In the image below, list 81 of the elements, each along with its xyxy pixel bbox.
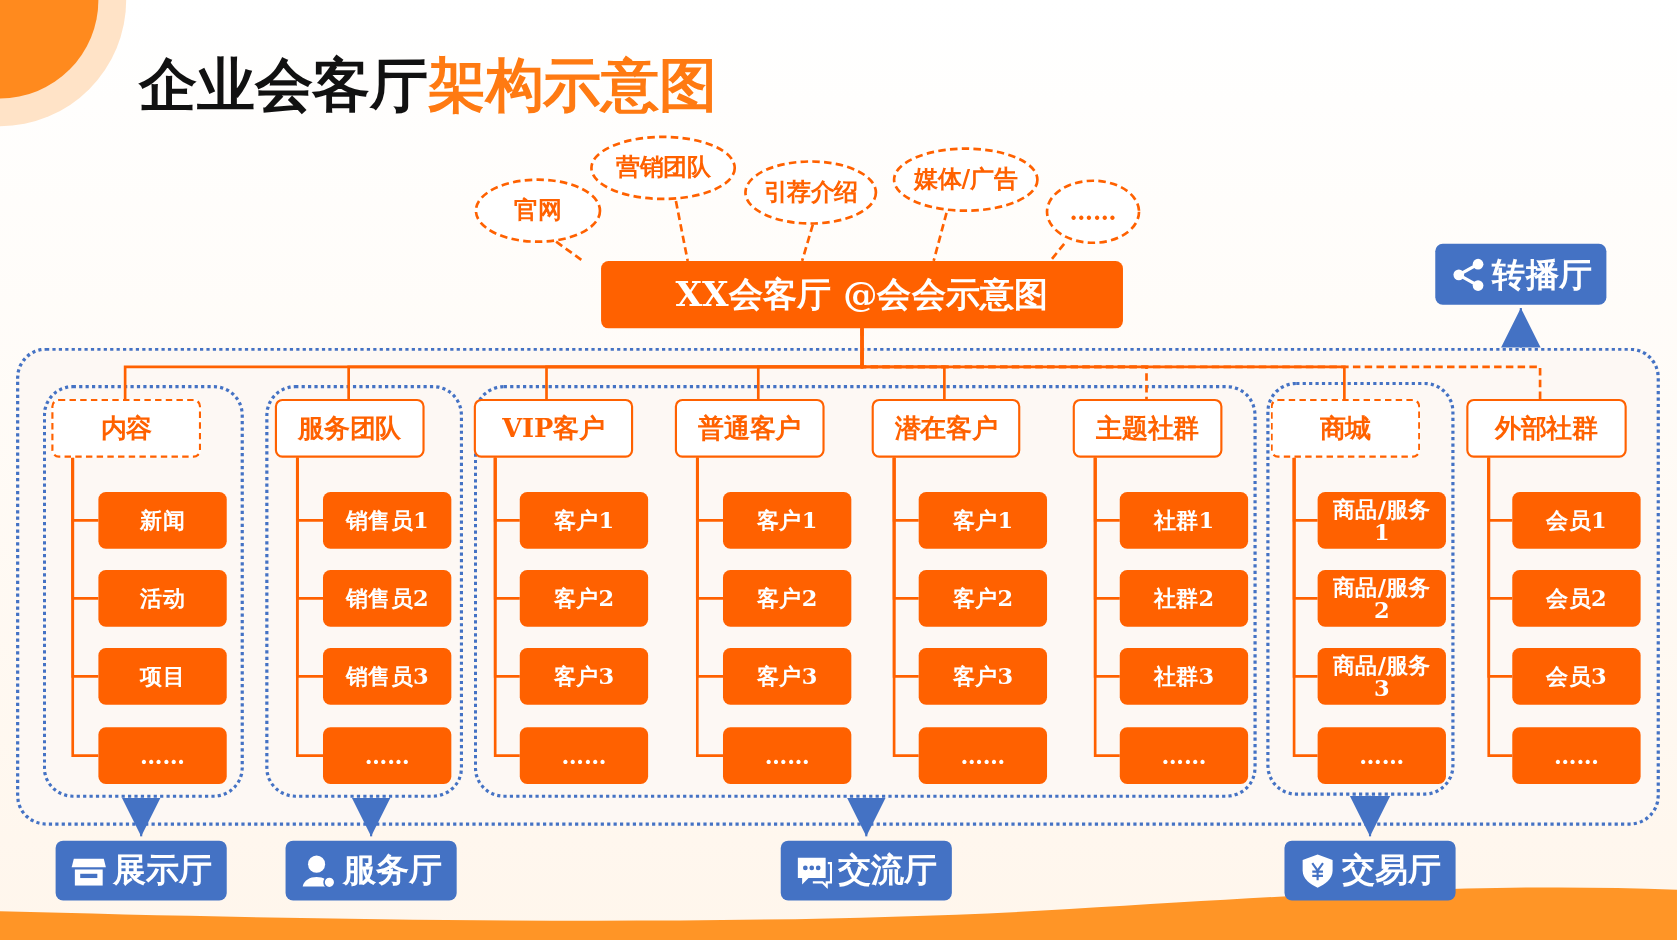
bubble-tail (674, 200, 689, 262)
item-box: 会员2 (1512, 570, 1641, 627)
pointer-triangle (121, 797, 161, 837)
item-box: 社群3 (1119, 648, 1249, 705)
item-box: 客户1 (723, 491, 852, 549)
item-box: 商品/服务 1 (1317, 491, 1446, 549)
item-box: 商品/服务 2 (1317, 570, 1446, 627)
item-box: 项目 (98, 648, 227, 705)
title: 企业会客厅架构示意图 (139, 49, 717, 121)
dotted-group (473, 385, 1257, 798)
speech-bubble: 引荐介绍 (743, 159, 879, 226)
dotted-frame (16, 347, 1660, 826)
hall-button (780, 840, 952, 901)
item-box: 客户3 (723, 648, 852, 705)
item-box: 活动 (98, 570, 227, 627)
hall-label: 交易厅 (1341, 849, 1442, 891)
connector-line (860, 328, 1542, 399)
speech-bubble: 媒体/广告 (891, 146, 1040, 213)
item-box: 会员1 (1512, 491, 1641, 549)
hall-label: 服务厅 (342, 849, 443, 891)
item-box: 客户2 (723, 570, 852, 627)
item-box: …… (323, 727, 452, 784)
category-box: 商城 (1270, 398, 1421, 458)
connector-line (1292, 457, 1318, 757)
dotted-group (1266, 381, 1455, 796)
connector-line (71, 457, 99, 757)
item-box: 会员3 (1512, 648, 1641, 705)
item-box: 商品/服务 3 (1317, 648, 1446, 705)
connector-line (695, 457, 723, 757)
bubble-tail (555, 240, 584, 263)
speech-bubble: …… (1044, 178, 1142, 245)
connector-line (296, 457, 323, 757)
connector-line (493, 457, 520, 757)
category-box: 服务团队 (274, 398, 425, 458)
dotted-group (42, 385, 244, 798)
dotted-group (265, 385, 464, 798)
pointer-triangle (1349, 795, 1391, 837)
item-box: …… (723, 727, 852, 784)
item-box: …… (519, 727, 649, 784)
bubble-tail (800, 224, 815, 262)
hall-button (1435, 243, 1607, 305)
item-box: 销售员2 (323, 570, 452, 627)
item-box: 客户1 (519, 491, 649, 549)
connector-line (1093, 457, 1120, 757)
title-banner: XX会客厅 @会会示意图 (601, 260, 1123, 329)
category-box: 内容 (51, 398, 202, 458)
category-box: VIP客户 (473, 398, 634, 458)
hall-label: 展示厅 (112, 849, 213, 891)
item-box: 销售员1 (323, 491, 452, 549)
item-box: 社群2 (1119, 570, 1249, 627)
item-box: …… (1512, 727, 1641, 784)
item-box: …… (1317, 727, 1446, 784)
category-box: 潜在客户 (871, 398, 1021, 458)
category-box: 外部社群 (1466, 398, 1627, 458)
item-box: 销售员3 (323, 648, 452, 705)
item-box: …… (1119, 727, 1249, 784)
pointer-triangle (351, 797, 391, 837)
item-box: 新闻 (98, 491, 227, 549)
speech-bubble: 营销团队 (589, 134, 737, 202)
bubble-tail (932, 212, 948, 262)
item-box: 客户1 (918, 491, 1048, 549)
bubble-tail (1049, 243, 1066, 262)
hall-label: 转播厅 (1492, 253, 1592, 295)
pointer-triangle (1501, 308, 1541, 348)
hall-button (1284, 840, 1456, 901)
hall-button (285, 840, 457, 901)
item-box: …… (918, 727, 1048, 784)
connector-line (892, 457, 919, 757)
item-box: 社群1 (1119, 491, 1249, 549)
item-box: …… (98, 727, 227, 784)
item-box: 客户2 (519, 570, 649, 627)
item-box: 客户3 (918, 648, 1048, 705)
hall-button (55, 840, 227, 901)
connector-line (1487, 457, 1513, 757)
item-box: 客户3 (519, 648, 649, 705)
item-box: 客户2 (918, 570, 1048, 627)
hall-label: 交流厅 (837, 849, 938, 891)
pointer-triangle (847, 797, 886, 837)
speech-bubble: 官网 (473, 177, 603, 244)
category-box: 普通客户 (674, 398, 825, 458)
category-box: 主题社群 (1072, 398, 1223, 458)
